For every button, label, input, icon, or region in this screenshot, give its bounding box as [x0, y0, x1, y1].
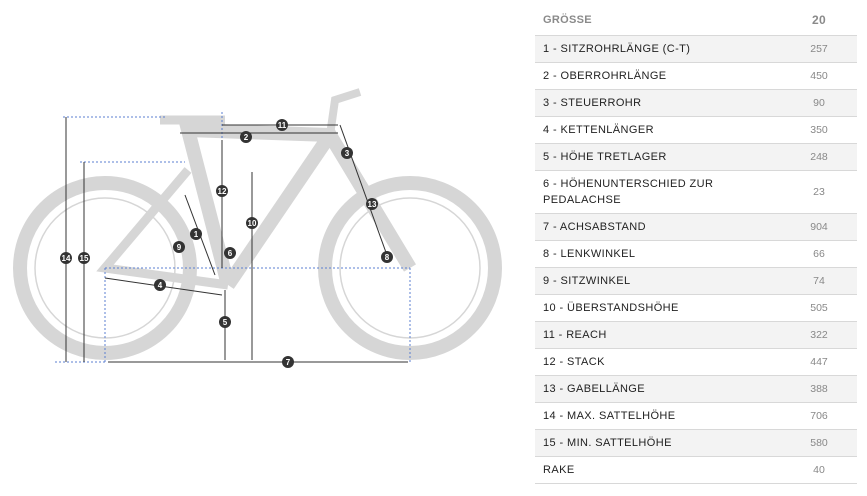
svg-text:5: 5: [223, 318, 228, 327]
row-value: 388: [781, 375, 857, 403]
svg-text:2: 2: [244, 133, 249, 142]
row-value: 904: [781, 213, 857, 241]
marker-3: 3: [341, 147, 353, 159]
row-value: 447: [781, 348, 857, 376]
row-value: 66: [781, 240, 857, 268]
row-label: 1 - SITZROHRLÄNGE (C-T): [535, 35, 781, 63]
geometry-table: GRÖSSE 20 1 - SITZROHRLÄNGE (C-T)257 2 -…: [535, 4, 857, 484]
row-label: 6 - HÖHENUNTERSCHIED ZUR PEDALACHSE: [535, 170, 781, 214]
size-value-header: 20: [781, 4, 857, 36]
row-label: 12 - STACK: [535, 348, 781, 376]
row-value: 450: [781, 62, 857, 90]
row-value: 23: [781, 170, 857, 214]
svg-text:9: 9: [177, 243, 182, 252]
row-value: 706: [781, 402, 857, 430]
row-value: 248: [781, 143, 857, 171]
marker-4: 4: [154, 279, 166, 291]
svg-text:15: 15: [80, 254, 89, 263]
row-value: 40: [781, 456, 857, 484]
row-label: 15 - MIN. SATTELHÖHE: [535, 429, 781, 457]
marker-5: 5: [219, 316, 231, 328]
marker-13: 13: [366, 198, 378, 210]
svg-text:11: 11: [278, 121, 287, 130]
marker-9: 9: [173, 241, 185, 253]
row-value: 74: [781, 267, 857, 295]
row-value: 350: [781, 116, 857, 144]
row-label: 7 - ACHSABSTAND: [535, 213, 781, 241]
row-value: 322: [781, 321, 857, 349]
table-header-row: GRÖSSE 20: [535, 4, 857, 36]
svg-text:10: 10: [248, 219, 257, 228]
row-label: 9 - SITZWINKEL: [535, 267, 781, 295]
row-label: 2 - OBERROHRLÄNGE: [535, 62, 781, 90]
row-label: 14 - MAX. SATTELHÖHE: [535, 402, 781, 430]
row-label: 11 - REACH: [535, 321, 781, 349]
row-label: RAKE: [535, 456, 781, 484]
row-value: 257: [781, 35, 857, 63]
row-value: 580: [781, 429, 857, 457]
row-label: 13 - GABELLÄNGE: [535, 375, 781, 403]
marker-14: 14: [60, 252, 72, 264]
svg-text:14: 14: [62, 254, 71, 263]
marker-2: 2: [240, 131, 252, 143]
marker-6: 6: [224, 247, 236, 259]
marker-11: 11: [276, 119, 288, 131]
table-row: 1 - SITZROHRLÄNGE (C-T)257: [535, 35, 857, 63]
marker-8: 8: [381, 251, 393, 263]
svg-text:13: 13: [368, 200, 377, 209]
svg-text:6: 6: [228, 249, 233, 258]
svg-text:8: 8: [385, 253, 390, 262]
svg-text:7: 7: [286, 358, 291, 367]
marker-12: 12: [216, 185, 228, 197]
svg-text:12: 12: [218, 187, 227, 196]
row-label: 3 - STEUERROHR: [535, 89, 781, 117]
size-column-header: GRÖSSE: [535, 4, 781, 36]
row-label: 5 - HÖHE TRETLAGER: [535, 143, 781, 171]
marker-15: 15: [78, 252, 90, 264]
row-label: 4 - KETTENLÄNGER: [535, 116, 781, 144]
marker-1: 1: [190, 228, 202, 240]
row-label: 8 - LENKWINKEL: [535, 240, 781, 268]
row-value: 505: [781, 294, 857, 322]
svg-text:1: 1: [194, 230, 199, 239]
svg-text:3: 3: [345, 149, 350, 158]
bike-geometry-diagram: 1 2 3 4 5 6 7 8 9 10 11 12 13 14 15: [13, 88, 502, 368]
svg-text:4: 4: [158, 281, 163, 290]
marker-7: 7: [282, 356, 294, 368]
row-value: 90: [781, 89, 857, 117]
row-label: 10 - ÜBERSTANDSHÖHE: [535, 294, 781, 322]
guide-lines: [55, 112, 411, 363]
marker-10: 10: [246, 217, 258, 229]
